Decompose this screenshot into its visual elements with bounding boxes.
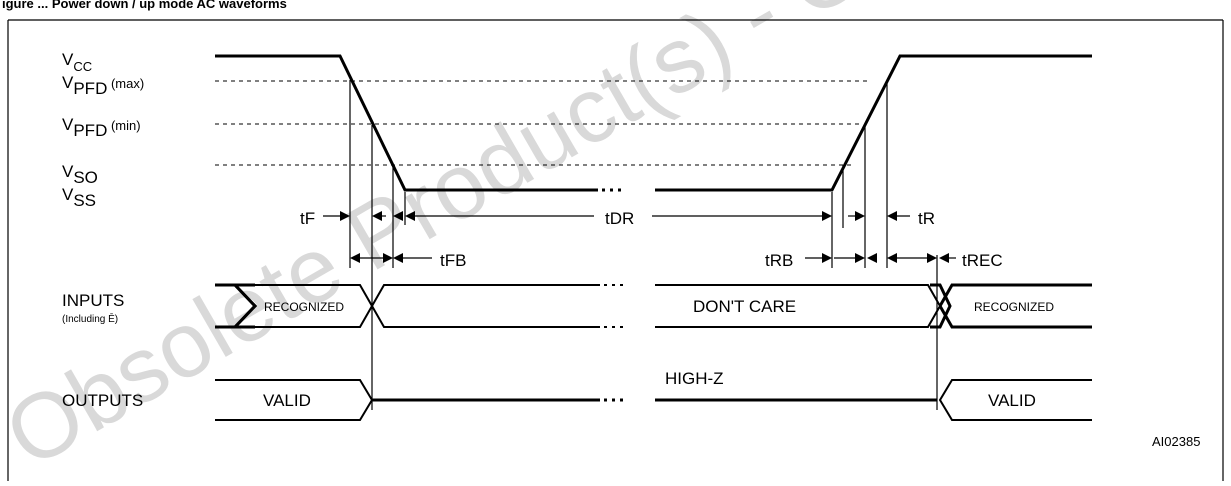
tfb-label: tFB [440, 251, 466, 270]
outputs-right-state: VALID [988, 391, 1036, 410]
trec-label: tREC [962, 251, 1003, 270]
outputs-waveform [215, 379, 1092, 421]
timing-guides [349, 80, 938, 410]
level-label-vss: VSS [62, 185, 96, 210]
svg-text:VPFD (max): VPFD (max) [62, 73, 144, 98]
outputs-middle-state: HIGH-Z [665, 369, 724, 388]
tr-label: tR [918, 209, 935, 228]
level-label-vpfd-max: VPFD (max) [62, 73, 144, 98]
tdr-timing: tDR [393, 209, 832, 228]
trec-timing: tREC [887, 251, 1003, 270]
vcc-waveform [215, 54, 1092, 192]
level-label-vpfd-min: VPFD (min) [62, 115, 141, 140]
inputs-right-state: RECOGNIZED [974, 300, 1054, 314]
inputs-middle-state: DON'T CARE [693, 297, 796, 316]
inputs-waveform [215, 283, 1092, 329]
svg-text:VSS: VSS [62, 185, 96, 210]
inputs-label: INPUTS [62, 291, 124, 310]
svg-text:VSO: VSO [62, 162, 98, 187]
trb-timing: tRB [765, 251, 877, 270]
outputs-label: OUTPUTS [62, 391, 143, 410]
tfb-timing: tFB [350, 251, 466, 270]
outputs-left-state: VALID [263, 391, 311, 410]
svg-text:VCC: VCC [62, 50, 92, 74]
tf-timing: tF [300, 209, 386, 228]
tf-label: tF [300, 209, 315, 228]
tr-timing: tR [848, 209, 935, 228]
figure-header: igure ... Power down / up mode AC wavefo… [2, 0, 287, 11]
trb-label: tRB [765, 251, 793, 270]
tdr-label: tDR [605, 209, 634, 228]
part-code: AI02385 [1152, 434, 1200, 449]
level-label-vso: VSO [62, 162, 98, 187]
inputs-sublabel: (Including Ē) [62, 313, 118, 325]
level-label-vcc: VCC [62, 50, 92, 74]
svg-text:VPFD (min): VPFD (min) [62, 115, 141, 140]
inputs-left-state: RECOGNIZED [264, 300, 344, 314]
